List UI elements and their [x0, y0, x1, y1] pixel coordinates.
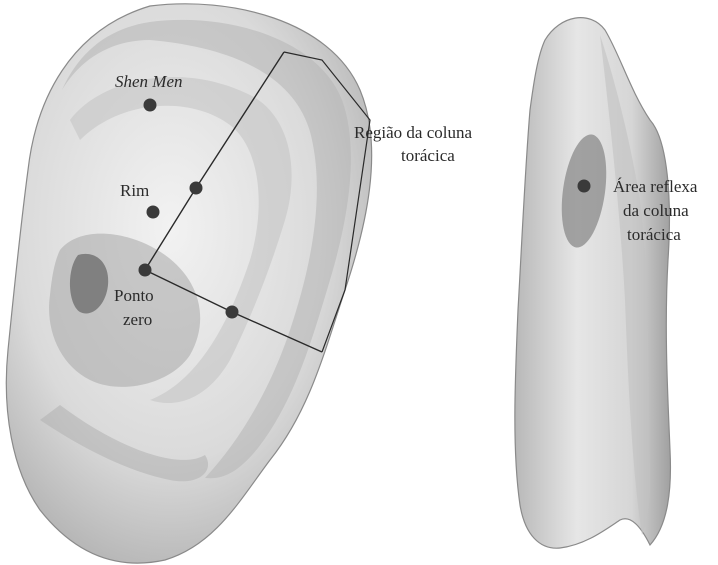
rim-label: Rim	[120, 180, 149, 201]
thoracic-region-label-line1: Região da coluna	[354, 122, 472, 143]
thoracic-region-label-line2: torácica	[401, 145, 455, 166]
reflex-area-label-line2: da coluna	[623, 200, 689, 221]
thoracic-lower-marker	[226, 306, 239, 319]
ponto-zero-label-line1: Ponto	[114, 285, 154, 306]
ponto-zero-marker	[139, 264, 152, 277]
ponto-zero-label-line2: zero	[123, 309, 152, 330]
rim-marker	[147, 206, 160, 219]
shen-men-marker	[144, 99, 157, 112]
reflex-area-label-line3: torácica	[627, 224, 681, 245]
thoracic-upper-marker	[190, 182, 203, 195]
shen-men-label: Shen Men	[115, 71, 183, 92]
reflex-area-label-line1: Área reflexa	[613, 176, 697, 197]
thoracic-reflex-marker	[578, 180, 591, 193]
